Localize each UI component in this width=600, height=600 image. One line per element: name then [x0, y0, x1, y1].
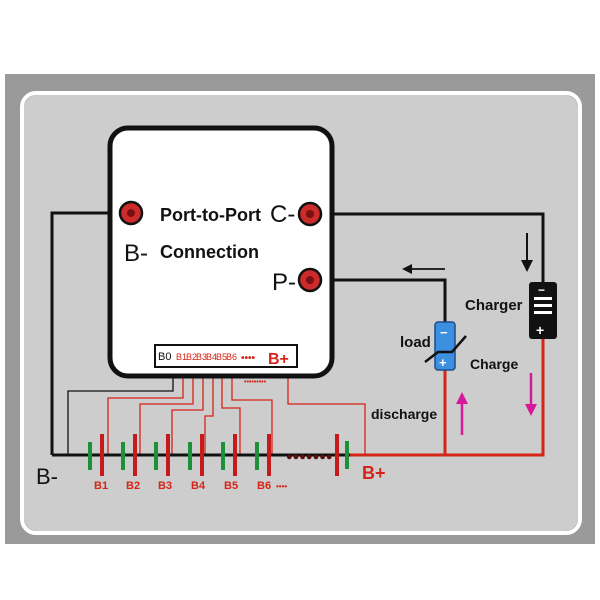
connector-pin-b5: B5	[216, 352, 227, 362]
charger-body	[529, 282, 557, 339]
battery-cell-label: B5	[224, 480, 238, 492]
connector-pin-b2: B2	[186, 352, 197, 362]
connector-pin-b0: B0	[158, 351, 171, 363]
terminal-c-minus	[297, 201, 323, 227]
connector-pin-b3: B3	[196, 352, 207, 362]
battery-cell-b2: B2	[121, 434, 140, 492]
black-wires	[50, 211, 545, 455]
balance-wire-b2	[139, 358, 194, 455]
balance-wire-b3	[171, 358, 204, 455]
board-c-minus-label: C-	[270, 201, 295, 228]
connector-pin-b1: B1	[176, 352, 187, 362]
arrow-current-down-icon	[521, 233, 533, 272]
cell-negative-plate	[221, 442, 225, 470]
load-label: load	[400, 334, 431, 351]
load-plus-label: +	[439, 355, 447, 370]
cell-negative-plate	[255, 442, 259, 470]
cell-positive-plate	[166, 434, 170, 476]
charger-component: − +	[529, 282, 557, 339]
cell-negative-plate	[121, 442, 125, 470]
connector-b-plus-label: B+	[268, 351, 289, 368]
battery-b-plus-cell	[335, 434, 349, 476]
battery-cell-label: B1	[94, 480, 108, 492]
charge-label: Charge	[470, 356, 518, 372]
board-label-line1: Port-to-Port	[160, 205, 261, 225]
cell-positive-plate	[100, 434, 104, 476]
battery-cell-b4: B4	[188, 434, 206, 492]
discharge-label: discharge	[371, 406, 437, 422]
cell-positive-plate	[267, 434, 271, 476]
board-p-minus-label: P-	[272, 269, 296, 296]
load-component: − +	[424, 321, 467, 371]
battery-cell-label: B2	[126, 480, 140, 492]
battery-b-minus-label: B-	[36, 464, 58, 489]
connector-dots: ••••	[241, 353, 256, 364]
connector-pin-b4: B4	[206, 352, 217, 362]
cell-positive-plate	[200, 434, 204, 476]
battery-cell-label: B6	[257, 480, 271, 492]
terminal-b-minus	[118, 200, 144, 226]
charger-stripe-3	[534, 311, 552, 314]
battery-cell-label: B3	[158, 480, 172, 492]
battery-cell-label: B4	[191, 480, 206, 492]
board-label-line2: Connection	[160, 242, 259, 262]
charger-plus-label: +	[536, 322, 544, 338]
battery-cells: B1 B2 B3 B4 B5 B6	[88, 434, 271, 492]
battery-cell-b1: B1	[88, 434, 108, 492]
cell-positive-plate	[133, 434, 137, 476]
connector-dots-below: •••••••••	[244, 379, 267, 386]
charger-minus-label: −	[538, 283, 545, 297]
load-variable-arrow	[424, 335, 467, 363]
battery-b-plus-label: B+	[362, 463, 386, 483]
arrow-discharge-up-icon	[456, 392, 468, 435]
balance-wire-b5	[221, 358, 241, 455]
charger-stripe-1	[534, 297, 552, 300]
terminal-p-minus	[297, 267, 323, 293]
cell-negative-plate	[188, 442, 192, 470]
charger-stripe-2	[534, 304, 552, 307]
bms-board	[107, 125, 335, 379]
b-plus-main-wire	[350, 339, 545, 457]
load-body	[434, 321, 456, 371]
arrow-charge-down-icon	[525, 373, 537, 416]
battery-chain-dots: ●●●●●●●	[286, 451, 333, 463]
cell-negative-plate	[154, 442, 158, 470]
c-minus-wire	[312, 212, 545, 282]
load-minus-label: −	[440, 325, 448, 340]
battery-cell-b5: B5	[221, 434, 238, 492]
battery-cell-b6: B6	[255, 434, 271, 492]
b-minus-wire	[50, 211, 131, 455]
battery-dots-after-b6: ••••	[276, 482, 287, 491]
balance-wire-b4	[204, 358, 214, 455]
board-b-minus-label: B-	[124, 240, 148, 267]
balance-connector	[154, 344, 298, 368]
charger-label: Charger	[465, 297, 523, 314]
inner-frame-border	[20, 91, 582, 535]
balance-wire-b-plus	[287, 364, 366, 455]
cell-negative-plate	[88, 442, 92, 470]
p-minus-wire	[312, 278, 447, 322]
connector-pin-b6: B6	[226, 352, 237, 362]
balance-wire-b6	[231, 358, 273, 455]
battery-cell-b3: B3	[154, 434, 172, 492]
red-wires	[350, 339, 545, 457]
arrow-current-left-icon	[402, 264, 445, 274]
cell-positive-plate	[233, 434, 237, 476]
